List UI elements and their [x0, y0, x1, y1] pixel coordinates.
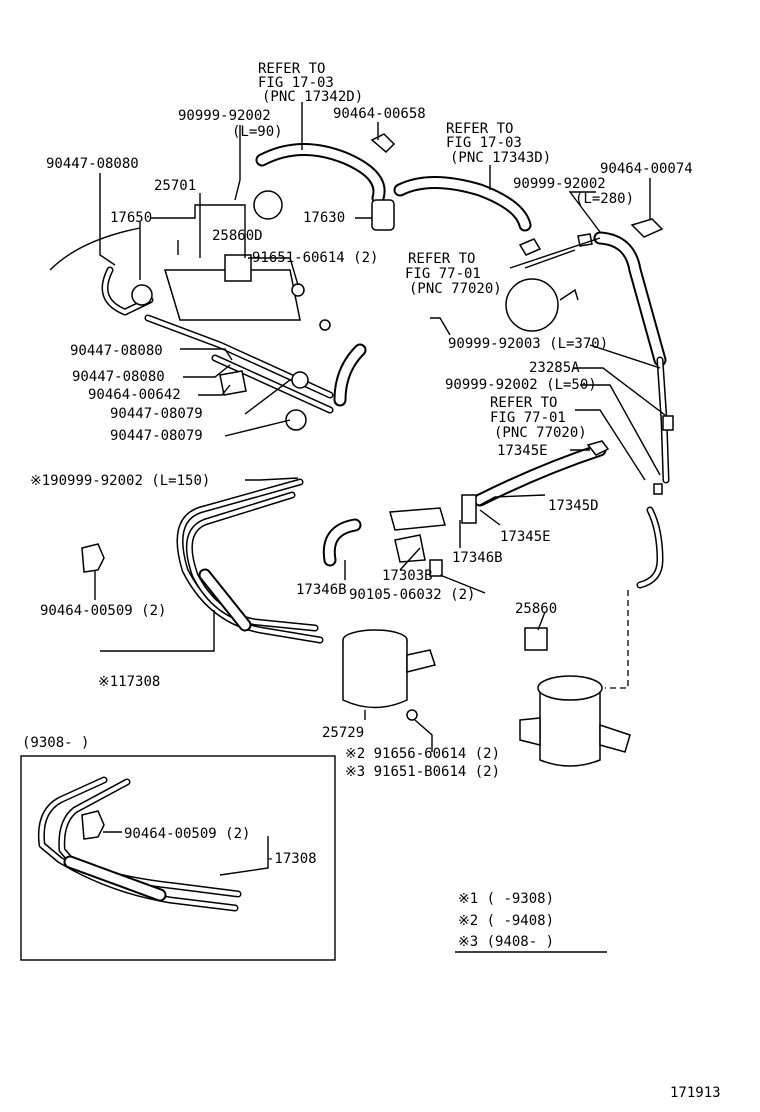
fuel-filter-25729	[342, 640, 408, 709]
leader-lines	[94, 102, 666, 752]
label-17345d: 17345D	[548, 498, 599, 514]
label-refer-17-03-a-1: REFER TO	[258, 61, 325, 77]
label-refer-17-03-a-2: FIG 17-03	[258, 75, 334, 91]
label-inset-hose: -17308	[266, 851, 317, 867]
label-91651-60614: 91651-60614 (2)	[252, 250, 378, 266]
label-90105-06032: 90105-06032 (2)	[349, 587, 475, 603]
label-91656-60614: ※2 91656-60614 (2)	[345, 746, 500, 762]
union-17303b	[389, 507, 446, 531]
label-90464-00642: 90464-00642	[88, 387, 181, 403]
label-refer-77-01-b-1: REFER TO	[490, 395, 557, 411]
label-190999-92002: ※190999-92002 (L=150)	[30, 473, 210, 489]
clip-90464-00074	[630, 218, 664, 238]
clip-90464-00658	[370, 133, 396, 154]
pressure-regulator	[505, 278, 559, 332]
label-refer-17-03-b-3: (PNC 17343D)	[450, 150, 551, 166]
label-90447-08080-top: 90447-08080	[46, 156, 139, 172]
label-refer-77-01-a-3: (PNC 77020)	[409, 281, 502, 297]
label-90999-92002-l50: 90999-92002 (L=50)	[445, 377, 597, 393]
label-17650: 17650	[110, 210, 152, 226]
label-inset-range: (9308- )	[22, 735, 89, 751]
grommet-91651	[291, 283, 305, 297]
hose-17346b-end	[461, 494, 477, 524]
canister-25860	[539, 689, 601, 767]
clip-90464-00642	[219, 370, 247, 396]
label-17345e-b: 17345E	[500, 529, 551, 545]
label-90447-08080-a: 90447-08080	[70, 343, 163, 359]
label-refer-17-03-b-2: FIG 17-03	[446, 135, 522, 151]
label-refer-17-03-b-1: REFER TO	[446, 121, 513, 137]
label-117308: ※117308	[98, 674, 160, 690]
label-25860: 25860	[515, 601, 557, 617]
label-90447-08079-b: 90447-08079	[110, 428, 203, 444]
label-90999-92003: 90999-92003 (L=370)	[448, 336, 608, 352]
label-90464-00509: 90464-00509 (2)	[40, 603, 166, 619]
valve-25701	[253, 190, 283, 220]
inset-clip-icon	[81, 810, 105, 840]
label-90999-92002-l280-1: 90999-92002	[513, 176, 606, 192]
vsv-25860d	[224, 254, 252, 282]
label-note-3: ※3 (9408- )	[458, 934, 554, 950]
label-17345e-a: 17345E	[497, 443, 548, 459]
label-note-2: ※2 ( -9408)	[458, 913, 554, 929]
label-17346b-b: 17346B	[296, 582, 347, 598]
label-17346b-a: 17346B	[452, 550, 503, 566]
part-labels: REFER TO FIG 17-03 (PNC 17342D) 90999-92…	[22, 61, 721, 1101]
label-90464-00074: 90464-00074	[600, 161, 693, 177]
label-90447-08080-b: 90447-08080	[72, 369, 165, 385]
inset-box	[20, 755, 336, 961]
label-91651-b0614: ※3 91651-B0614 (2)	[345, 764, 500, 780]
clip-90464-00509	[81, 543, 105, 573]
label-refer-77-01-b-3: (PNC 77020)	[494, 425, 587, 441]
label-17303b: 17303B	[382, 568, 433, 584]
label-90464-00658: 90464-00658	[333, 106, 426, 122]
grommet-91656	[406, 709, 418, 721]
grommet	[319, 319, 331, 331]
label-90447-08079-a: 90447-08079	[110, 406, 203, 422]
label-inset-clip: 90464-00509 (2)	[124, 826, 250, 842]
components	[49, 133, 674, 767]
label-17630: 17630	[303, 210, 345, 226]
label-90999-92002-l90-1: 90999-92002	[178, 108, 271, 124]
label-refer-77-01-a-1: REFER TO	[408, 251, 475, 267]
label-note-1: ※1 ( -9308)	[458, 891, 554, 907]
engine-outline	[49, 227, 141, 271]
valve-17650	[131, 284, 153, 306]
label-refer-77-01-a-2: FIG 77-01	[405, 266, 481, 282]
clip-17345e	[586, 440, 610, 456]
label-25701: 25701	[154, 178, 196, 194]
label-refer-17-03-a-3: (PNC 17342D)	[262, 89, 363, 105]
valve-17630	[371, 199, 395, 231]
label-refer-77-01-b-2: FIG 77-01	[490, 410, 566, 426]
bolt-90105	[429, 559, 443, 577]
figure-number: 171913	[670, 1085, 721, 1101]
vsv-25860	[524, 627, 548, 651]
label-25729: 25729	[322, 725, 364, 741]
label-90999-92002-l280-2: (L=280)	[575, 191, 634, 207]
label-25860d: 25860D	[212, 228, 263, 244]
label-90999-92002-l90-2: (L=90)	[232, 124, 283, 140]
label-23285a: 23285A	[529, 360, 580, 376]
inset-frame	[20, 755, 336, 961]
